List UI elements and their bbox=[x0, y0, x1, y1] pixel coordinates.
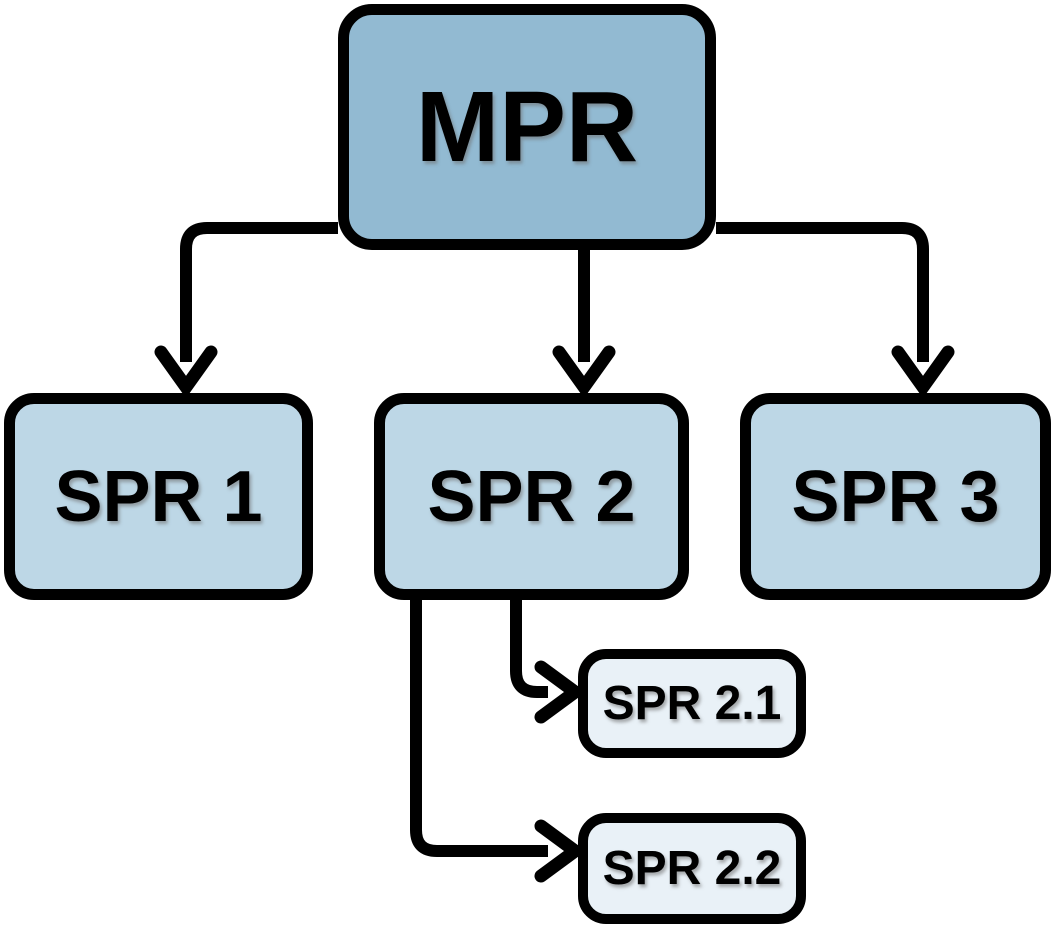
arrowhead-down-spr1-icon bbox=[154, 345, 218, 399]
node-spr-2-label: SPR 2 bbox=[427, 456, 636, 537]
node-spr-2-1: SPR 2.1 bbox=[578, 649, 806, 758]
arrowhead-down-spr3-icon bbox=[891, 345, 955, 399]
node-spr-1-label: SPR 1 bbox=[54, 456, 263, 537]
node-spr-2: SPR 2 bbox=[374, 393, 689, 600]
arrowhead-down-spr2-icon bbox=[552, 345, 616, 399]
node-spr-2-2-label: SPR 2.2 bbox=[602, 842, 782, 895]
node-spr-2-1-label: SPR 2.1 bbox=[602, 677, 782, 730]
node-spr-3: SPR 3 bbox=[740, 393, 1051, 600]
node-spr-1: SPR 1 bbox=[4, 393, 313, 600]
node-mpr: MPR bbox=[338, 4, 716, 250]
connector-mpr-spr3 bbox=[716, 222, 929, 362]
arrowhead-right-spr21-icon bbox=[534, 660, 586, 724]
arrowhead-right-spr22-icon bbox=[534, 819, 586, 883]
connector-spr2-spr22 bbox=[410, 598, 548, 857]
connector-mpr-spr1 bbox=[180, 222, 338, 362]
node-mpr-label: MPR bbox=[415, 70, 639, 183]
connector-spr2-spr21 bbox=[510, 598, 548, 698]
node-spr-2-2: SPR 2.2 bbox=[578, 813, 806, 924]
node-spr-3-label: SPR 3 bbox=[791, 456, 1000, 537]
